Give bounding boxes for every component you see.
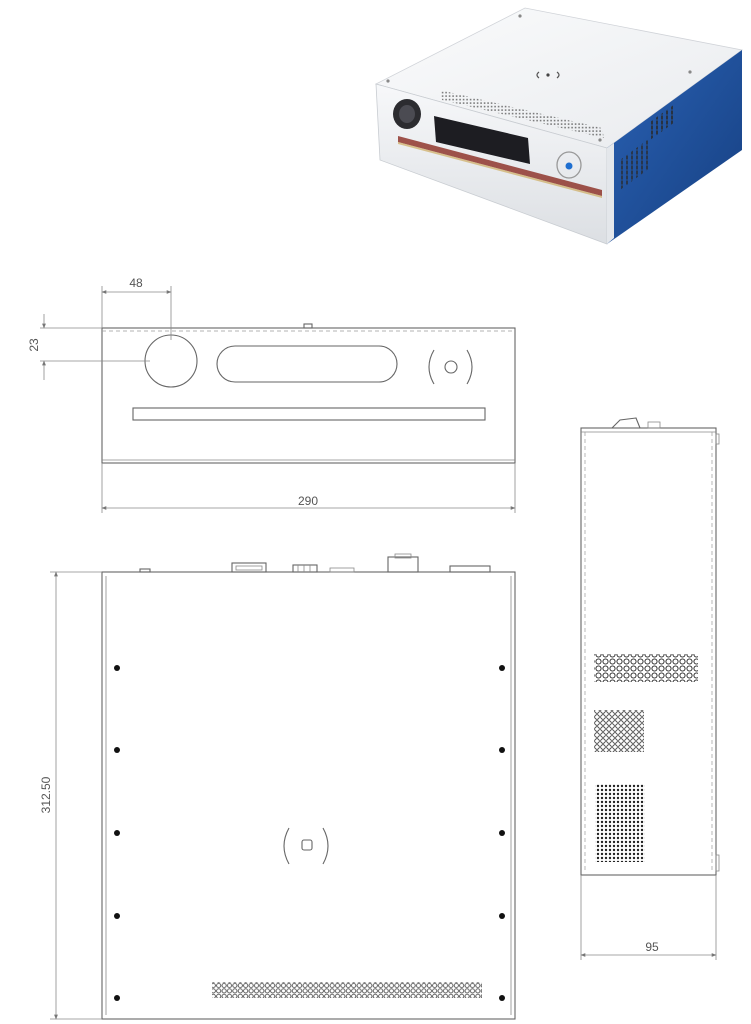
front-light-strip xyxy=(132,407,486,421)
dimension-312-label: 312.50 xyxy=(39,776,53,813)
side-view: 95 xyxy=(580,417,720,960)
front-lens-circle xyxy=(144,334,198,388)
screw-holes xyxy=(114,665,505,1001)
top-view: 312.50 xyxy=(39,553,516,1020)
side-vent-middle xyxy=(594,710,644,752)
front-logo xyxy=(428,349,473,385)
dimension-95-label: 95 xyxy=(645,940,659,954)
top-logo xyxy=(283,827,329,865)
dimension-95: 95 xyxy=(580,875,717,960)
top-vent-holes xyxy=(212,982,482,998)
dimension-312: 312.50 xyxy=(39,571,102,1020)
dimension-290-label: 290 xyxy=(298,494,318,508)
dimension-290: 290 xyxy=(101,463,516,513)
dimension-48: 48 xyxy=(101,276,172,340)
dimension-23-label: 23 xyxy=(27,338,41,352)
side-vent-lower xyxy=(595,784,645,862)
rear-connectors xyxy=(139,553,491,573)
product-render xyxy=(374,7,743,245)
dimension-23: 23 xyxy=(27,314,150,380)
side-vent-upper xyxy=(594,654,698,682)
front-window-slot xyxy=(216,345,398,383)
front-view: 48 23 290 xyxy=(27,276,516,513)
dimension-48-label: 48 xyxy=(129,276,143,290)
